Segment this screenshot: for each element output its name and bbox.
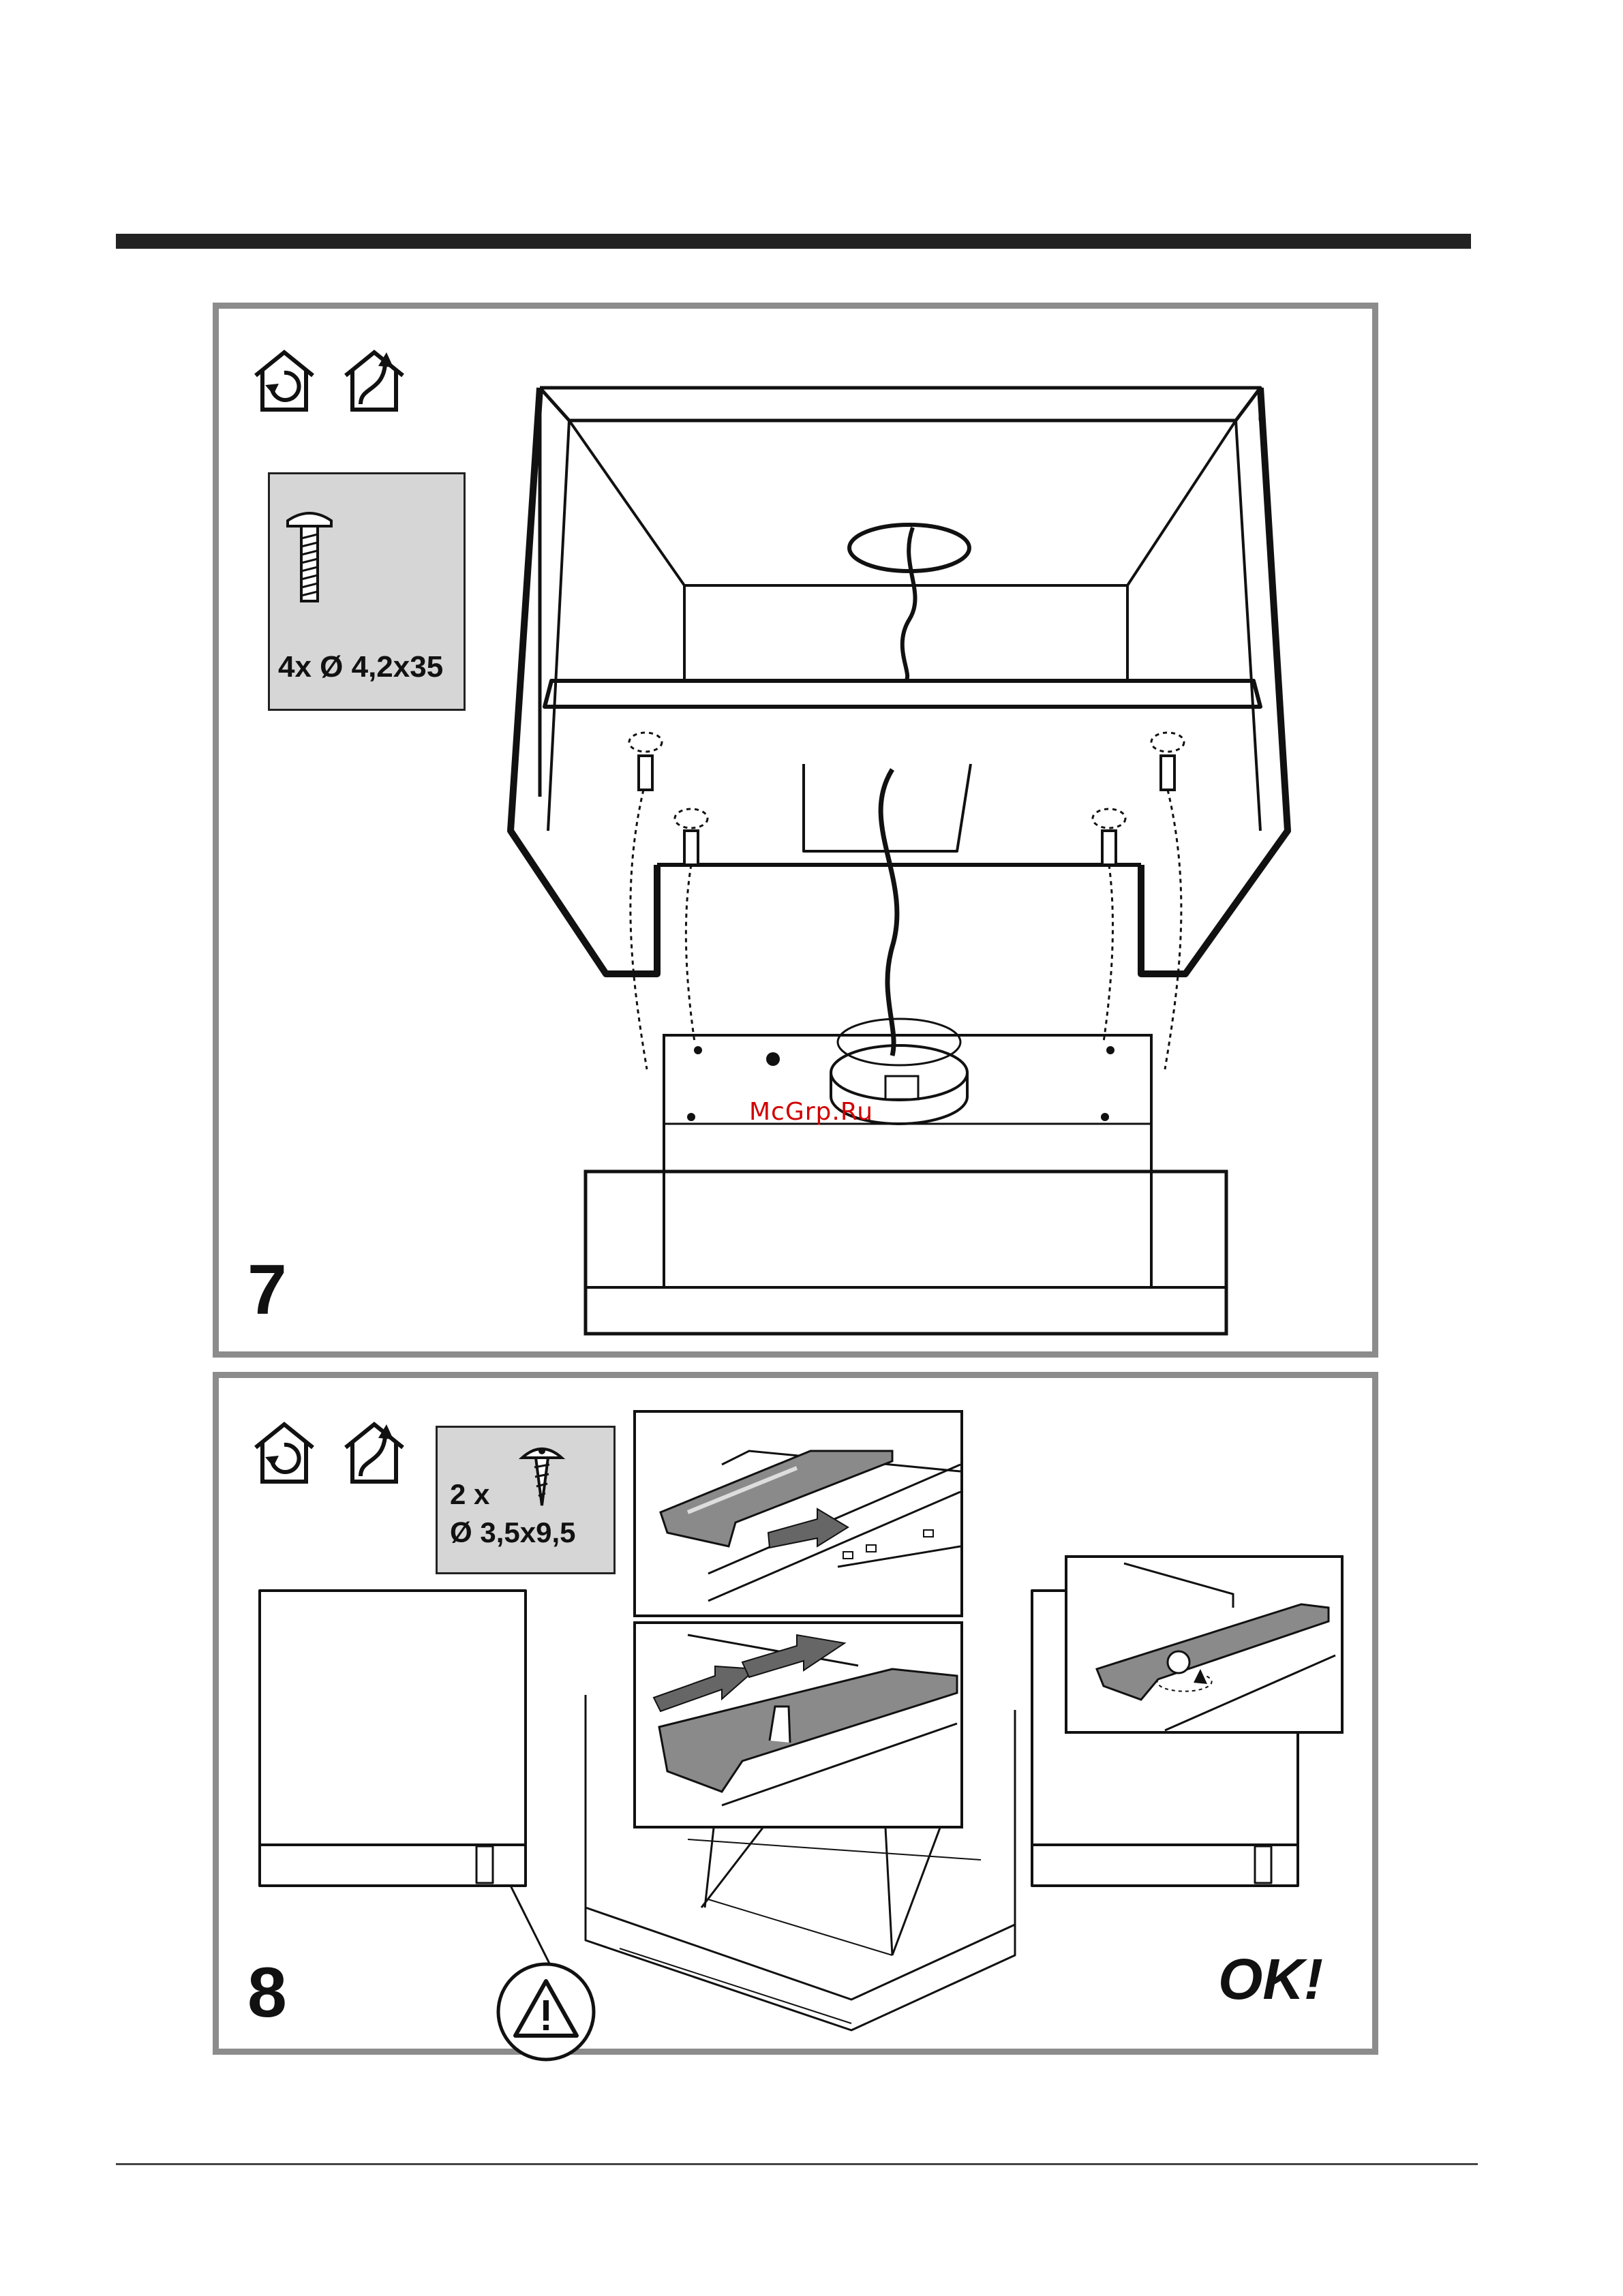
ok-label: OK! [1218, 1946, 1323, 2012]
step-7-panel: 4x Ø 4,2x35 [213, 303, 1378, 1358]
step-7-illustration [219, 309, 1372, 1351]
step-number-8: 8 [247, 1957, 287, 2028]
step-8-panel: 2 x Ø 3,5x9,5 [213, 1372, 1378, 2055]
header-rule [116, 234, 1471, 249]
step-number-7: 7 [247, 1255, 287, 1326]
footer-rule [116, 2163, 1478, 2165]
warning-icon [495, 1961, 597, 2063]
watermark: McGrp.Ru [749, 1098, 873, 1126]
step-8-illustration [219, 1378, 1372, 2049]
